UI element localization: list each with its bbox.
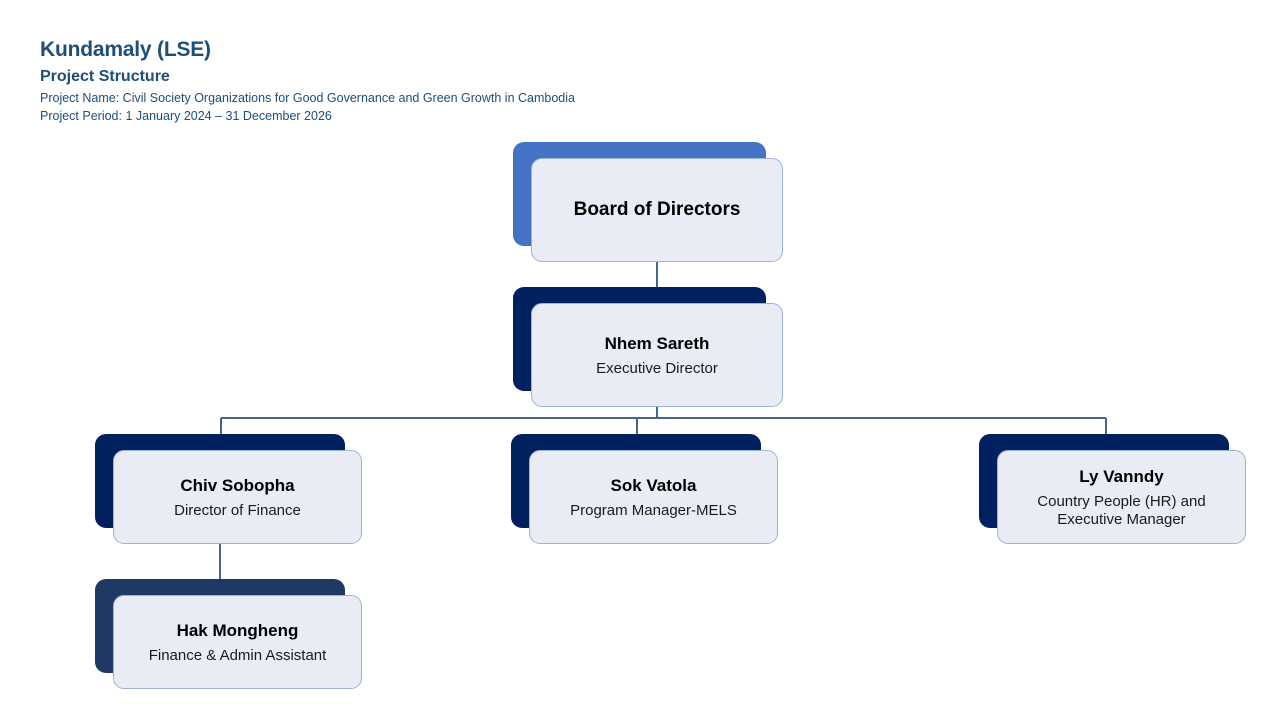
node-person-name-hr-executive-manager: Ly Vanndy (1079, 466, 1164, 486)
node-role-director-of-finance: Director of Finance (174, 501, 301, 519)
node-finance-admin-assistant[interactable]: Hak Mongheng Finance & Admin Assistant (95, 579, 363, 689)
node-executive-director[interactable]: Nhem Sareth Executive Director (513, 287, 784, 407)
node-role-program-manager: Program Manager-MELS (570, 501, 737, 519)
node-title-board: Board of Directors (573, 199, 741, 221)
page-subtitle: Project Structure (40, 67, 170, 85)
node-role-hr-executive-manager: Country People (HR) and Executive Manage… (1037, 492, 1206, 528)
project-period-line: Project Period: 1 January 2024 – 31 Dece… (40, 109, 332, 124)
node-hr-executive-manager[interactable]: Ly Vanndy Country People (HR) and Execut… (979, 434, 1247, 544)
node-person-name-program-manager: Sok Vatola (610, 475, 697, 495)
node-person-name-executive-director: Nhem Sareth (604, 333, 710, 353)
node-director-of-finance[interactable]: Chiv Sobopha Director of Finance (95, 434, 363, 544)
node-board-of-directors[interactable]: Board of Directors (513, 142, 784, 262)
project-name-line: Project Name: Civil Society Organization… (40, 90, 575, 105)
node-card-program-manager: Sok Vatola Program Manager-MELS (529, 450, 778, 544)
node-card-director-of-finance: Chiv Sobopha Director of Finance (113, 450, 362, 544)
header-block: Kundamaly (LSE) Project Structure Projec… (40, 38, 940, 125)
node-person-name-finance-admin-assistant: Hak Mongheng (176, 620, 299, 640)
project-meta: Project Name: Civil Society Organization… (40, 89, 940, 125)
node-card-hr-executive-manager: Ly Vanndy Country People (HR) and Execut… (997, 450, 1246, 544)
node-role-finance-admin-assistant: Finance & Admin Assistant (148, 646, 327, 664)
organization-title: Kundamaly (LSE) (40, 38, 211, 61)
node-program-manager[interactable]: Sok Vatola Program Manager-MELS (511, 434, 779, 544)
node-person-name-director-of-finance: Chiv Sobopha (180, 475, 295, 495)
node-card-board: Board of Directors (531, 158, 783, 262)
node-role-executive-director: Executive Director (596, 359, 718, 377)
node-card-finance-admin-assistant: Hak Mongheng Finance & Admin Assistant (113, 595, 362, 689)
node-card-executive-director: Nhem Sareth Executive Director (531, 303, 783, 407)
